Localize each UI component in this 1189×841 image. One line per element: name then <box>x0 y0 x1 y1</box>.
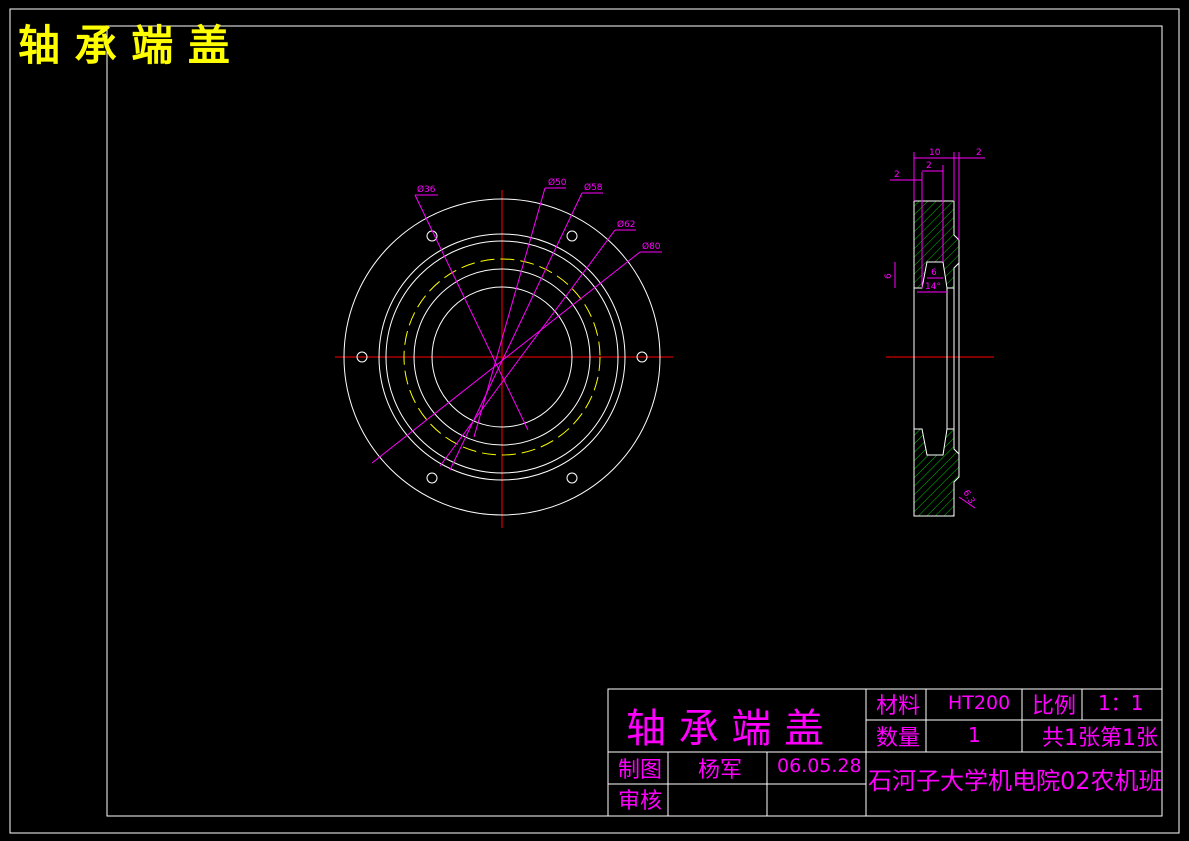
scale-label: 比例 <box>1032 694 1076 719</box>
leader-line-d50 <box>473 187 546 438</box>
sheet-info: 共1张第1张 <box>1042 726 1158 751</box>
pitch-circle <box>403 258 601 456</box>
bore-circle <box>431 286 573 428</box>
roughness-label: 6.3 <box>960 489 976 506</box>
outer-flange-circle <box>343 198 661 516</box>
spigot-inner-circle <box>385 240 619 474</box>
checked-label: 审核 <box>618 789 662 814</box>
drawn-date: 06.05.28 <box>777 755 862 777</box>
dim-label-right: 2 <box>976 148 982 158</box>
dim-label-groove-width: 6 <box>931 268 937 278</box>
leader-line-d80 <box>371 251 641 464</box>
bolt-hole <box>356 351 368 363</box>
part-name: 轴 承 端 盖 <box>626 706 824 752</box>
dim-label-groove-angle: 14° <box>925 282 941 292</box>
diameter-label-d36: Ø36 <box>417 184 436 195</box>
title-block <box>607 688 1163 817</box>
dim-label-left: 2 <box>894 170 900 180</box>
scale-value: 1：1 <box>1098 691 1143 715</box>
bolt-hole <box>566 472 578 484</box>
diameter-label-d80: Ø80 <box>642 241 661 252</box>
diameter-label-d50: Ø50 <box>548 177 567 188</box>
quantity-value: 1 <box>968 723 981 747</box>
spigot-outer-circle <box>378 233 626 481</box>
leader-line-d62 <box>439 229 616 467</box>
title-block-text: 轴 承 端 盖 材料 HT200 比例 1：1 数量 1 共1张第1张 制图 杨… <box>618 691 1163 814</box>
groove-circle <box>413 268 591 446</box>
dim-label-groove-depth: 6 <box>884 273 894 279</box>
material-label: 材料 <box>876 694 920 719</box>
roughness-leader <box>958 496 976 509</box>
lower-section-hatch <box>913 428 960 517</box>
diameter-label-d58: Ø58 <box>584 182 603 193</box>
section-view: 10 2 2 2 6 6 14° 6.3 <box>884 148 994 517</box>
dim-label-mid: 2 <box>926 161 932 171</box>
organization: 石河子大学机电院02农机班 <box>868 767 1163 795</box>
bolt-hole <box>426 472 438 484</box>
bolt-hole <box>636 351 648 363</box>
drawn-by: 杨军 <box>698 758 742 783</box>
quantity-label: 数量 <box>876 726 920 751</box>
outer-border <box>9 8 1180 834</box>
dim-label-overall: 10 <box>929 148 941 158</box>
diameter-label-d62: Ø62 <box>617 219 636 230</box>
bolt-hole <box>426 230 438 242</box>
leader-line-d36 <box>414 194 529 431</box>
drawn-label: 制图 <box>618 758 662 783</box>
page-title: 轴 承 端 盖 <box>18 21 230 70</box>
bolt-hole <box>566 230 578 242</box>
front-view: Ø36 Ø50 Ø58 Ø62 Ø80 <box>335 177 673 528</box>
material-value: HT200 <box>948 692 1010 714</box>
leader-line-d58 <box>449 192 583 471</box>
